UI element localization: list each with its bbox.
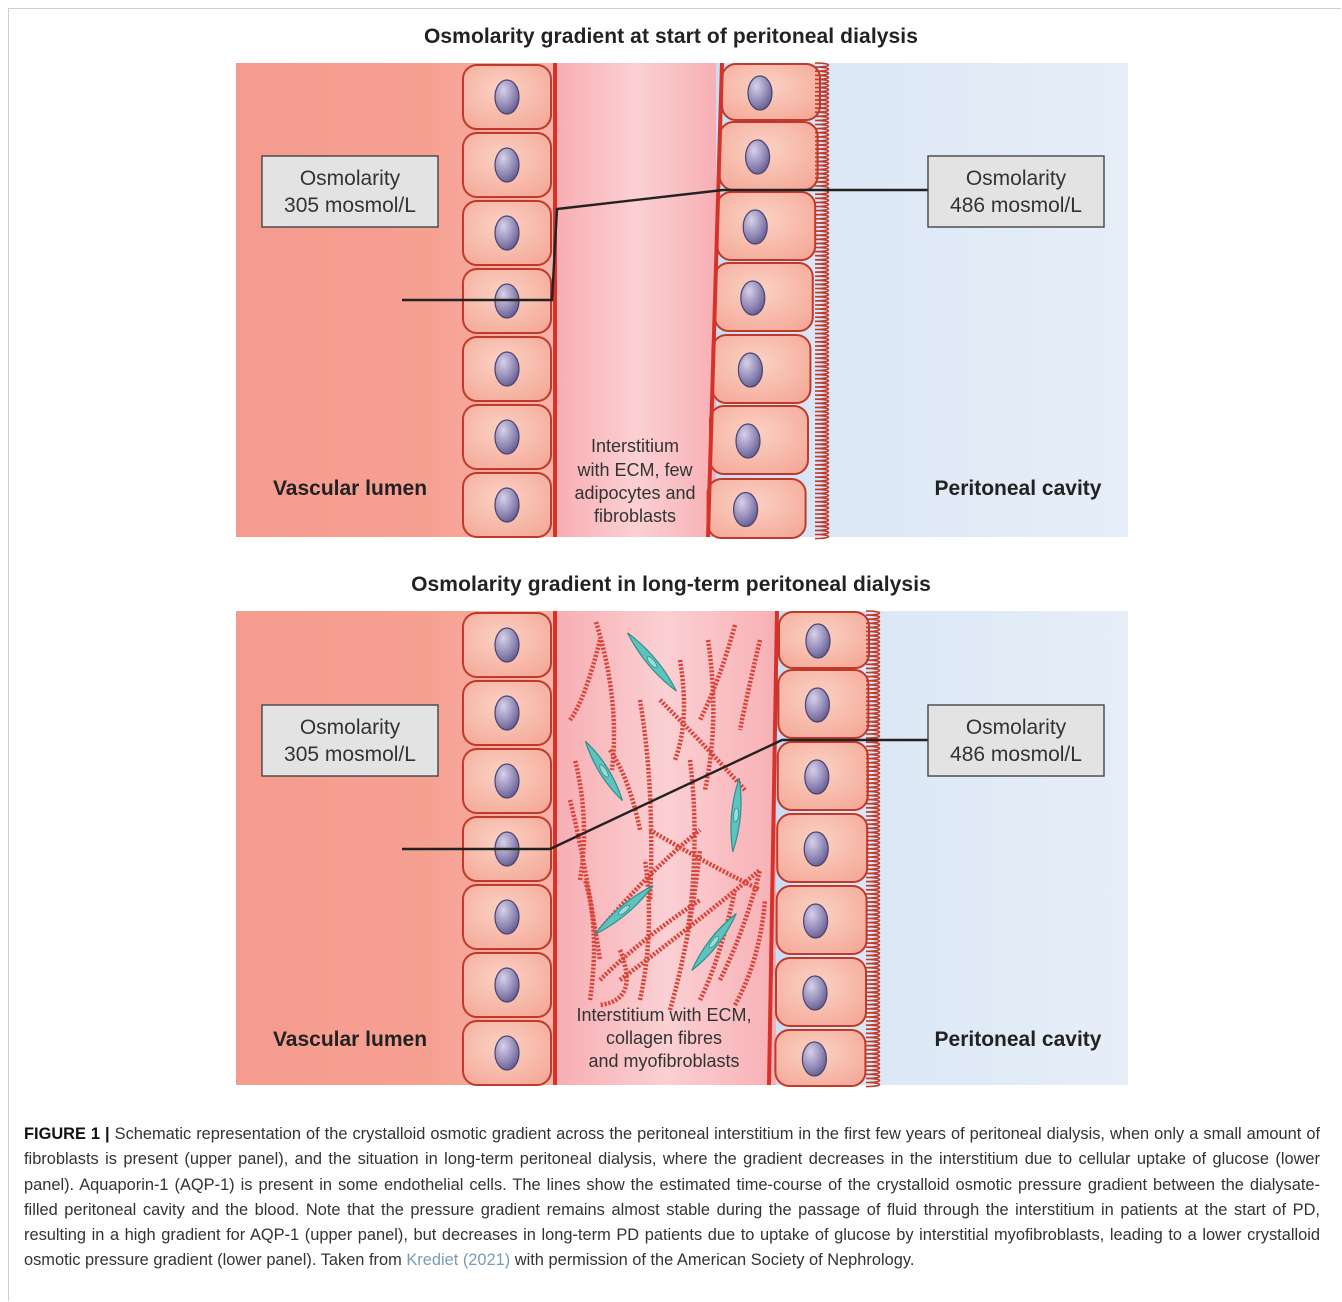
interstitium-label-line2: with ECM, few — [576, 460, 693, 480]
caption-text-end: with permission of the American Society … — [510, 1251, 914, 1269]
epithelial-cell — [778, 670, 868, 738]
cell-nucleus — [746, 140, 770, 174]
cell-nucleus — [495, 420, 519, 454]
cell-nucleus — [495, 628, 519, 662]
peritoneal-cavity-label: Peritoneal cavity — [935, 1028, 1102, 1051]
epithelial-cell — [775, 1030, 865, 1086]
interstitium-label-line3: and myofibroblasts — [588, 1051, 739, 1071]
cell-nucleus — [736, 424, 760, 458]
epithelial-cell — [715, 263, 813, 331]
vascular-lumen-label: Vascular lumen — [273, 477, 427, 500]
cell-nucleus — [734, 493, 758, 527]
box-left-line1: Osmolarity — [300, 716, 401, 739]
epithelial-cell — [463, 885, 551, 949]
epithelial-cell — [463, 65, 551, 129]
cell-nucleus — [495, 80, 519, 114]
epithelial-cell — [777, 886, 867, 954]
cell-nucleus — [495, 352, 519, 386]
diagram-svg: Osmolarity 305 mosmol/L Osmolarity 486 m… — [0, 0, 1342, 1110]
cell-nucleus — [495, 764, 519, 798]
interstitium-label-line2: collagen fibres — [606, 1028, 722, 1048]
epithelial-cell — [779, 612, 869, 668]
panel-long-term-pd: Osmolarity 305 mosmol/L Osmolarity 486 m… — [236, 611, 1128, 1087]
cell-nucleus — [495, 148, 519, 182]
figure-caption: FIGURE 1 | Schematic representation of t… — [24, 1122, 1320, 1274]
interstitium-label-line4: fibroblasts — [594, 506, 676, 526]
box-left-line2: 305 mosmol/L — [284, 743, 416, 766]
interstitium-label-line1: Interstitium — [591, 436, 679, 456]
epithelial-cell — [463, 201, 551, 265]
cell-nucleus — [495, 1036, 519, 1070]
cell-nucleus — [741, 281, 765, 315]
epithelial-cell — [463, 133, 551, 197]
osmolarity-box-left: Osmolarity 305 mosmol/L — [262, 705, 438, 776]
cell-nucleus — [803, 976, 827, 1010]
panel-start-pd: Osmolarity 305 mosmol/L Osmolarity 486 m… — [236, 63, 1128, 539]
epithelial-cell — [463, 681, 551, 745]
cell-nucleus — [495, 900, 519, 934]
box-right-line2: 486 mosmol/L — [950, 194, 1082, 217]
cell-nucleus — [805, 688, 829, 722]
epithelial-cell — [710, 406, 808, 474]
cell-nucleus — [804, 832, 828, 866]
box-right-line1: Osmolarity — [966, 167, 1067, 190]
interstitium-label-line3: adipocytes and — [574, 483, 695, 503]
cell-nucleus — [805, 760, 829, 794]
osmolarity-box-right: Osmolarity 486 mosmol/L — [928, 705, 1104, 776]
vascular-lumen-label: Vascular lumen — [273, 1028, 427, 1051]
cell-nucleus — [495, 968, 519, 1002]
caption-reference-link[interactable]: Krediet (2021) — [406, 1251, 510, 1269]
figure-label: FIGURE 1 | — [24, 1125, 110, 1143]
epithelial-cell — [712, 335, 810, 403]
osmolarity-box-left: Osmolarity 305 mosmol/L — [262, 156, 438, 227]
caption-text: Schematic representation of the crystall… — [24, 1125, 1320, 1269]
epithelial-cell — [463, 1021, 551, 1085]
epithelial-cell — [708, 479, 806, 538]
cell-nucleus — [806, 624, 830, 658]
epithelial-cell — [463, 473, 551, 537]
cell-nucleus — [495, 488, 519, 522]
box-left-line1: Osmolarity — [300, 167, 401, 190]
cell-nucleus — [804, 904, 828, 938]
interstitium-label-line1: Interstitium with ECM, — [576, 1005, 751, 1025]
cell-nucleus — [802, 1042, 826, 1076]
epithelial-cell — [777, 814, 867, 882]
peritoneal-cavity-label: Peritoneal cavity — [935, 477, 1102, 500]
epithelial-cell — [463, 405, 551, 469]
box-left-line2: 305 mosmol/L — [284, 194, 416, 217]
epithelial-cell — [722, 64, 820, 120]
cell-nucleus — [748, 76, 772, 110]
epithelial-cell — [717, 192, 815, 260]
epithelial-cell — [776, 958, 866, 1026]
epithelial-cell — [463, 749, 551, 813]
cell-nucleus — [738, 353, 762, 387]
box-right-line2: 486 mosmol/L — [950, 743, 1082, 766]
epithelial-cell — [463, 613, 551, 677]
box-right-line1: Osmolarity — [966, 716, 1067, 739]
epithelial-cell — [720, 122, 818, 190]
epithelial-cell — [463, 337, 551, 401]
cell-nucleus — [743, 210, 767, 244]
cell-nucleus — [495, 696, 519, 730]
osmolarity-box-right: Osmolarity 486 mosmol/L — [928, 156, 1104, 227]
cell-nucleus — [495, 216, 519, 250]
epithelial-cell — [463, 953, 551, 1017]
epithelial-cell — [778, 742, 868, 810]
